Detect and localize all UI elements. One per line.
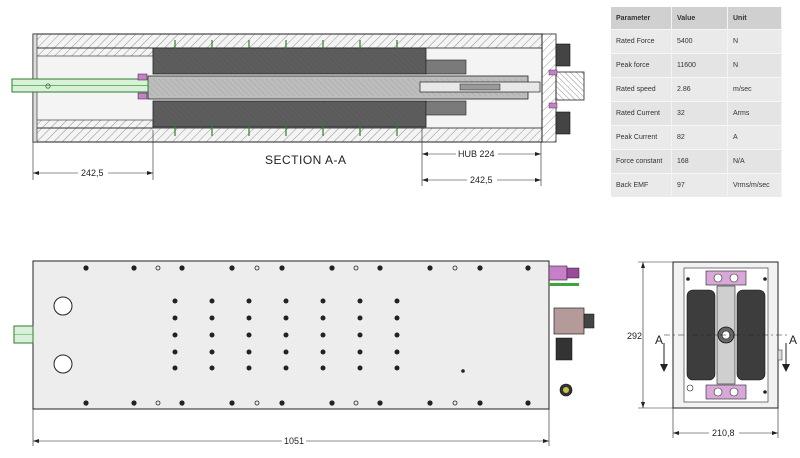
param-unit: Vrms/m/sec (727, 173, 782, 197)
magnet-array-top (152, 47, 467, 75)
header-parameter: Parameter (611, 7, 672, 30)
param-name: Peak Current (611, 125, 672, 150)
dimension-hub: HUB 224 (421, 128, 542, 186)
table-row: Peak force 11600 N (611, 53, 782, 78)
plan-shaft-stub (13, 325, 34, 344)
section-mark-right: A (789, 333, 797, 347)
shaft-rod (11, 73, 149, 100)
param-unit: N (727, 29, 782, 54)
param-name: Peak force (611, 53, 672, 78)
param-value: 168 (671, 149, 728, 174)
param-value: 2.86 (671, 77, 728, 102)
section-title: SECTION A-A (265, 153, 347, 167)
dimension-height-value: 292 (627, 331, 642, 341)
param-value: 82 (671, 125, 728, 150)
plan-view: 1051 (13, 260, 595, 446)
param-unit: m/sec (727, 77, 782, 102)
param-value: 11600 (671, 53, 728, 78)
dimension-length-value: 1051 (284, 436, 304, 446)
dimension-hub-value: HUB 224 (458, 149, 495, 159)
plan-bolt-top-row (83, 265, 531, 271)
forcer-core (147, 75, 541, 100)
table-row: Rated Force 5400 N (611, 29, 782, 54)
dimension-right: 242,5 (422, 174, 541, 185)
param-value: 97 (671, 173, 728, 197)
plan-port-hole-top (53, 296, 73, 316)
table-row: Rated Current 32 Arms (611, 101, 782, 126)
bolts-row-bottom (174, 124, 398, 136)
header-unit: Unit (727, 7, 782, 30)
dimension-width: 210,8 (672, 408, 779, 438)
plan-hole-grid (172, 298, 465, 373)
param-unit: Arms (727, 101, 782, 126)
section-view: SECTION A-A 242,5 HUB 224 242,5 (11, 33, 585, 186)
spec-table: Parameter Value Unit Rated Force 5400 N … (611, 7, 782, 197)
bolts-row-top (174, 40, 398, 50)
spec-table-header: Parameter Value Unit (611, 7, 782, 30)
plan-housing (32, 260, 550, 410)
param-name: Rated Force (611, 29, 672, 54)
dimension-left-value: 242,5 (81, 168, 104, 178)
param-name: Rated Current (611, 101, 672, 126)
param-value: 5400 (671, 29, 728, 54)
table-row: Back EMF 97 Vrms/m/sec (611, 173, 782, 197)
dimension-left: 242,5 (32, 130, 154, 180)
table-row: Peak Current 82 A (611, 125, 782, 150)
param-name: Rated speed (611, 77, 672, 102)
header-value: Value (671, 7, 728, 30)
end-view: A A 292 210,8 (626, 261, 797, 438)
param-name: Back EMF (611, 173, 672, 197)
magnet-array-bottom (152, 100, 467, 128)
param-value: 32 (671, 101, 728, 126)
plan-port-hole-bottom (53, 354, 73, 374)
dimension-right-value: 242,5 (470, 175, 493, 185)
param-unit: A (727, 125, 782, 150)
section-cut-line (660, 334, 790, 372)
param-unit: N (727, 53, 782, 78)
connector-block (548, 43, 585, 135)
dimension-width-value: 210,8 (712, 428, 735, 438)
param-unit: N/A (727, 149, 782, 174)
table-row: Force constant 168 N/A (611, 149, 782, 174)
section-mark-left: A (655, 333, 663, 347)
end-bearings (686, 270, 783, 400)
dimension-length: 1051 (32, 409, 550, 446)
table-row: Rated speed 2.86 m/sec (611, 77, 782, 102)
plan-connectors (548, 265, 595, 397)
dimension-height: 292 (626, 261, 673, 409)
plan-bolt-bottom-row (83, 400, 531, 406)
param-name: Force constant (611, 149, 672, 174)
